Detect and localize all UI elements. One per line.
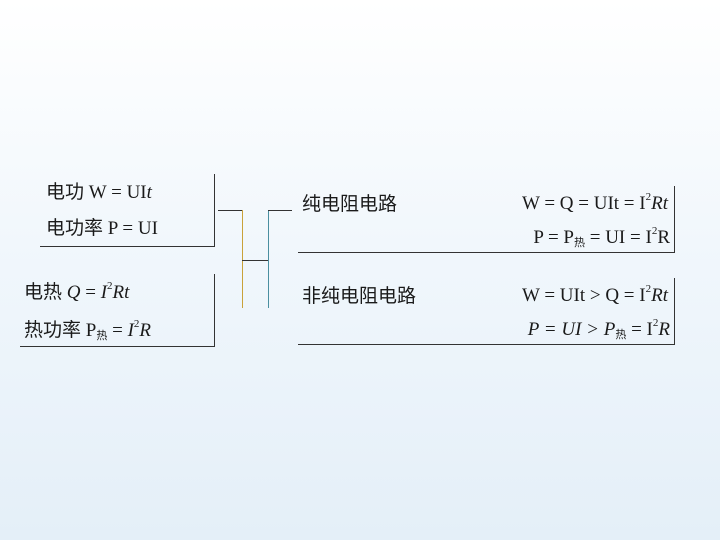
connector-middle <box>242 260 268 261</box>
electric-power-formula: P = UI <box>107 218 158 239</box>
pure-resistance-title: 纯电阻电路 <box>302 193 398 215</box>
non-pure-power-sub: 热 <box>615 328 627 341</box>
electric-work-row: 电功 W = UIt <box>46 180 152 205</box>
heat-power-r: R <box>139 320 151 341</box>
heat-power-p: P <box>85 320 97 341</box>
pure-resistance-box: 纯电阻电路 W = Q = UIt = I2Rt P = P热 = UI = I… <box>298 186 675 253</box>
electric-work-formula: W = UI <box>88 182 147 203</box>
pure-power-sub: 热 <box>574 236 585 249</box>
heat-exponent: 2 <box>107 280 113 292</box>
electric-power-row: 电功率 P = UI <box>46 216 158 241</box>
heat-power-label: 热功率 <box>24 319 82 341</box>
heat-power-i: I <box>127 320 134 341</box>
joule-heat-box: 电热 Q = I2Rt 热功率 P热 = I2R <box>20 274 215 347</box>
joule-heat-label: 电热 <box>24 281 63 303</box>
electric-work-box: 电功 W = UIt 电功率 P = UI <box>40 174 215 247</box>
pure-power-exponent: 2 <box>651 225 658 237</box>
pure-power-b: = UI = I <box>585 227 652 248</box>
joule-heat-row: 电热 Q = I2Rt <box>24 280 129 305</box>
non-pure-work-formula: W = UIt > Q = I <box>521 285 646 306</box>
electric-work-label: 电功 <box>46 181 85 203</box>
connector-right-stub-top <box>268 210 292 211</box>
heat-eq: = <box>80 282 101 303</box>
non-pure-work-exponent: 2 <box>645 283 652 295</box>
heat-i-symbol: I <box>100 282 108 303</box>
non-pure-power-a: P = UI > P <box>527 319 616 340</box>
non-pure-power-exponent: 2 <box>652 317 659 329</box>
connector-left-vertical <box>242 210 243 308</box>
non-pure-power-b: = I <box>626 319 653 340</box>
electric-work-var: t <box>146 182 152 203</box>
heat-q-symbol: Q <box>66 282 81 303</box>
heat-power-eq: = <box>107 320 128 341</box>
non-pure-power-end: R <box>658 319 670 340</box>
pure-work-formula: W = Q = UIt = I <box>521 193 646 214</box>
non-pure-row2: P = UI > P热 = I2R <box>528 318 670 342</box>
pure-resistance-row1: 纯电阻电路 W = Q = UIt = I2Rt <box>302 192 672 217</box>
heat-power-sub: 热 <box>96 329 108 342</box>
pure-work-end: Rt <box>651 193 668 214</box>
non-pure-resistance-box: 非纯电阻电路 W = UIt > Q = I2Rt P = UI > P热 = … <box>298 278 675 345</box>
non-pure-work-end: Rt <box>651 285 668 306</box>
pure-power-end: R <box>657 227 670 248</box>
non-pure-title: 非纯电阻电路 <box>302 285 417 307</box>
connector-left-stub <box>218 210 242 211</box>
electric-power-label: 电功率 <box>46 217 104 239</box>
heat-power-row: 热功率 P热 = I2R <box>24 318 151 343</box>
pure-power-a: P = P <box>533 227 574 248</box>
connector-right-vertical <box>268 210 269 308</box>
heat-rt: Rt <box>112 282 130 303</box>
non-pure-row1: 非纯电阻电路 W = UIt > Q = I2Rt <box>302 284 672 309</box>
pure-resistance-row2: P = P热 = UI = I2R <box>533 226 670 250</box>
pure-work-exponent: 2 <box>645 191 652 203</box>
heat-power-exponent: 2 <box>133 318 140 330</box>
